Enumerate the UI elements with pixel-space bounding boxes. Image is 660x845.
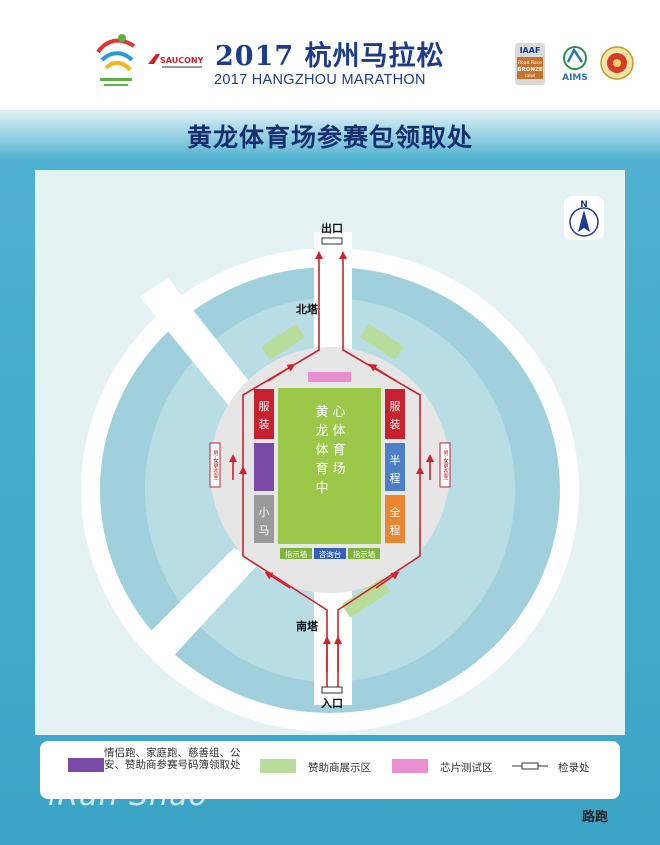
north-tower-label: 北塔	[296, 302, 319, 316]
field-label-char: 心	[332, 405, 345, 420]
changing-room-right	[439, 442, 451, 488]
booth-half-char1: 半	[390, 453, 401, 467]
changing-room-left-label: 男·女更衣室	[212, 450, 219, 480]
field-label-char: 龙	[315, 424, 328, 439]
page-title: 黄龙体育场参赛包领取处	[186, 123, 473, 152]
runner-flow-routes	[229, 251, 434, 690]
southwest-bridge	[140, 548, 262, 662]
field-label-char: 黄	[315, 405, 328, 420]
signboard-right	[348, 548, 380, 559]
signboard-left-label: 指示墙	[285, 549, 308, 559]
booth-full-marathon	[385, 495, 405, 543]
booth-half-char2: 程	[390, 472, 401, 485]
legend-checkpoint-label: 检录处	[558, 762, 590, 774]
legend-purple-label: 情侣跑、家庭跑、慈善组、公安、赞助商参赛号码簿领取处	[104, 747, 241, 771]
booth-kids-char2: 马	[259, 524, 270, 537]
legend-pink-label: 芯片测试区	[440, 762, 493, 774]
booth-clothing-left-char1: 服	[259, 400, 270, 413]
booth-half-marathon	[385, 443, 405, 491]
north-label: N	[580, 200, 588, 210]
booth-full-char2: 程	[390, 524, 401, 537]
stadium-map: 服 装 小 马 服 装 半 程 全 程 指示墙 咨询台 指示墙 男·女	[35, 170, 625, 735]
entrance-label: 入口	[321, 697, 343, 710]
north-compass-icon: N	[564, 196, 604, 240]
field-label-char: 体	[332, 424, 345, 439]
checkpoint-entrance	[321, 686, 343, 694]
athletics-association-badge	[600, 46, 634, 80]
svg-text:IAAF: IAAF	[520, 46, 541, 55]
booth-clothing-left-char2: 装	[259, 418, 270, 431]
sponsor-display-area	[341, 578, 391, 618]
sponsor-display-area	[360, 323, 404, 361]
route-arrow-sw	[264, 571, 291, 589]
map-legend: 情侣跑、家庭跑、慈善组、公安、赞助商参赛号码簿领取处 赞助商展示区 芯片测试区 …	[40, 741, 620, 799]
changing-room-left	[209, 442, 221, 488]
signboard-left	[280, 548, 312, 559]
info-desk	[314, 548, 346, 559]
legend-checkpoint-icon	[512, 762, 548, 770]
iaaf-bronze-label-logo: IAAF Road Race BRONZE Label	[515, 43, 545, 85]
hangzhou-marathon-logo	[96, 34, 136, 86]
watermark-text: iRan Shao	[48, 778, 208, 813]
chip-test-area	[308, 372, 351, 382]
route-arrow-ne	[368, 363, 397, 382]
route-arrow-nw	[267, 363, 296, 382]
booth-full-char1: 全	[390, 505, 401, 519]
sponsor-logo-text: SAUCONY	[160, 56, 204, 65]
field-label-char: 育	[332, 442, 345, 458]
stadium-map-drawing: 服 装 小 马 服 装 半 程 全 程 指示墙 咨询台 指示墙 男·女	[81, 196, 604, 732]
booth-clothing-right-char1: 服	[390, 400, 401, 413]
legend-swatch-pink	[392, 759, 428, 773]
field-label-char: 中	[315, 481, 328, 496]
booth-clothing-left	[254, 389, 274, 439]
south-tower-label: 南塔	[296, 619, 319, 633]
svg-text:AIMS: AIMS	[562, 73, 588, 83]
booth-kids-char1: 小	[259, 506, 270, 519]
booth-kids-run	[254, 495, 274, 543]
stadium-field	[278, 388, 381, 544]
svg-text:BRONZE: BRONZE	[517, 67, 543, 73]
exit-label: 出口	[321, 221, 343, 235]
svg-text:Road Race: Road Race	[518, 60, 542, 66]
sponsor-logo: SAUCONY	[148, 54, 204, 68]
aims-logo: AIMS	[562, 46, 588, 83]
booth-group-registration	[254, 443, 274, 491]
route-arrow-se	[375, 571, 400, 589]
changing-room-right-label: 男·女更衣室	[442, 450, 449, 480]
field-label-char: 场	[332, 462, 345, 477]
event-title-english: 2017 HANGZHOU MARATHON	[214, 72, 426, 88]
booth-clothing-right-char2: 装	[390, 418, 401, 431]
sponsor-display-area	[261, 323, 305, 361]
field-label-char: 育	[315, 461, 328, 477]
booth-clothing-right	[385, 389, 405, 439]
checkpoint-exit	[321, 237, 343, 245]
legend-swatch-green	[260, 759, 296, 773]
header: SAUCONY 2017 杭州马拉松 2017 HANGZHOU MARATHO…	[0, 0, 660, 110]
signboard-right-label: 指示墙	[353, 549, 376, 559]
northwest-bridge	[140, 278, 262, 412]
info-desk-label: 咨询台	[319, 549, 342, 559]
field-label-char: 体	[315, 443, 328, 458]
legend-swatch-purple	[68, 758, 104, 772]
legend-green-label: 赞助商展示区	[308, 762, 371, 774]
wechat-account-label: 路跑	[582, 810, 609, 825]
svg-text:Label: Label	[525, 73, 536, 78]
event-title-chinese: 2017 杭州马拉松	[215, 41, 445, 72]
